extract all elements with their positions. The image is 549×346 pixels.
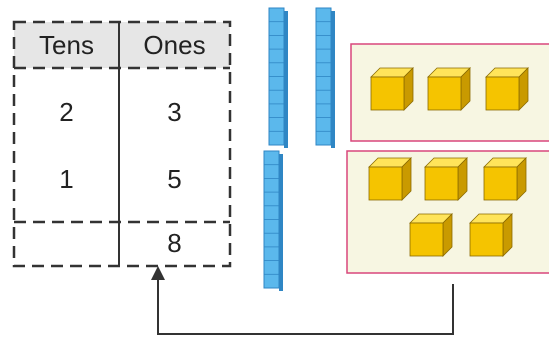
tens-rods	[263, 7, 335, 291]
ones-cube-top-1	[370, 67, 414, 111]
ones-cube-bottom-3	[483, 157, 527, 201]
ones-cubes	[368, 67, 529, 257]
ones-cube-bottom-1	[368, 157, 412, 201]
rod-side	[284, 11, 288, 148]
table-border	[12, 20, 232, 268]
cube-front-face	[483, 166, 518, 201]
ones-cube-bottom-5	[469, 213, 513, 257]
cube-front-face	[368, 166, 403, 201]
row1-tens: 2	[59, 97, 74, 127]
header-ones: Ones	[143, 30, 206, 60]
tens-rod-top-2	[315, 7, 335, 148]
ones-cube-bottom-2	[424, 157, 468, 201]
rod-side	[331, 11, 335, 148]
tens-rod-top-1	[268, 7, 288, 148]
ones-cube-top-3	[485, 67, 529, 111]
header-tens: Tens	[39, 30, 94, 60]
cube-front-face	[469, 222, 504, 257]
rod-side	[279, 154, 283, 291]
ones-cube-bottom-4	[409, 213, 453, 257]
arrow-line	[157, 272, 454, 335]
row2-ones: 5	[167, 164, 182, 194]
cube-front-face	[427, 76, 462, 111]
arrow-head-icon	[151, 266, 165, 280]
row2-tens: 1	[59, 164, 74, 194]
cube-front-face	[370, 76, 405, 111]
ones-cube-top-2	[427, 67, 471, 111]
cube-front-face	[424, 166, 459, 201]
table-header-background	[14, 22, 230, 68]
tens-rod-bottom-1	[263, 150, 283, 291]
cube-front-face	[409, 222, 444, 257]
cube-front-face	[485, 76, 520, 111]
row1-ones: 3	[167, 97, 182, 127]
sum-ones: 8	[167, 228, 182, 258]
